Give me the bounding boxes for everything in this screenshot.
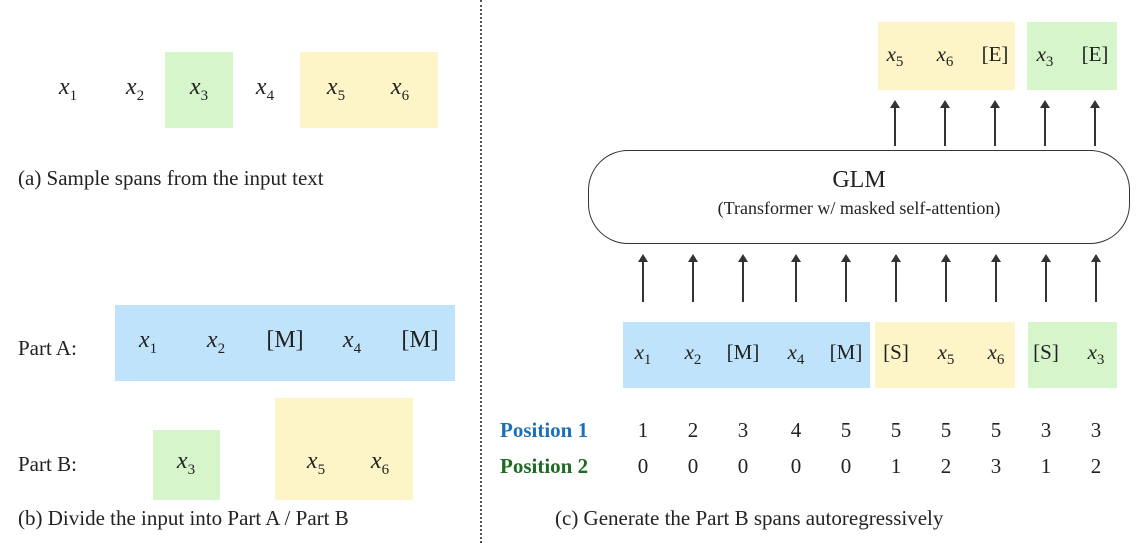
- input-token: [M]: [829, 340, 863, 364]
- part-a-token: x4: [342, 327, 362, 357]
- input-token: x5: [937, 340, 955, 369]
- part-b-token: x5: [306, 448, 326, 478]
- output-token: [E]: [981, 42, 1009, 66]
- input-token: [M]: [726, 340, 760, 364]
- arrow-up-icon: [991, 254, 1001, 302]
- output-token: [E]: [1081, 42, 1109, 66]
- arrow-up-icon: [791, 254, 801, 302]
- position1-value: 5: [840, 418, 852, 442]
- position1-value: 5: [990, 418, 1002, 442]
- input-token: x3: [1087, 340, 1105, 369]
- token-x1: x1: [58, 74, 78, 104]
- arrow-up-icon: [1040, 100, 1050, 146]
- part-a-label: Part A:: [18, 336, 77, 360]
- part-a-token: [M]: [401, 327, 439, 353]
- input-token: x6: [987, 340, 1005, 369]
- position2-value: 2: [1090, 454, 1102, 478]
- position1-value: 5: [940, 418, 952, 442]
- input-token: x1: [634, 340, 652, 369]
- position2-value: 0: [790, 454, 802, 478]
- input-token: x4: [787, 340, 805, 369]
- arrow-up-icon: [891, 254, 901, 302]
- model-title: GLM: [832, 167, 886, 193]
- caption-c: (c) Generate the Part B spans autoregres…: [555, 506, 944, 530]
- part-a-box: [115, 305, 455, 381]
- span-x3-highlight: [165, 52, 233, 128]
- token-x3: x3: [189, 74, 209, 104]
- position2-value: 0: [840, 454, 852, 478]
- caption-b: (b) Divide the input into Part A / Part …: [18, 506, 349, 530]
- output-token: x6: [936, 42, 954, 71]
- part-b-label: Part B:: [18, 452, 77, 476]
- token-x5: x5: [326, 74, 346, 104]
- position1-value: 4: [790, 418, 802, 442]
- panel-divider: [480, 0, 482, 543]
- position2-label: Position 2: [500, 454, 589, 478]
- input-span-yellow-box: [875, 322, 1015, 388]
- caption-a: (a) Sample spans from the input text: [18, 166, 324, 190]
- arrow-up-icon: [1091, 254, 1101, 302]
- part-a-token: x2: [206, 327, 226, 357]
- glm-model-box: GLM (Transformer w/ masked self-attentio…: [588, 150, 1130, 244]
- input-span-green-box: [1028, 322, 1117, 388]
- model-subtitle: (Transformer w/ masked self-attention): [717, 198, 1001, 218]
- part-b-token: x6: [370, 448, 390, 478]
- position1-value: 3: [1090, 418, 1102, 442]
- arrow-up-icon: [688, 254, 698, 302]
- part-a-token: x1: [138, 327, 158, 357]
- arrow-up-icon: [990, 100, 1000, 146]
- token-x4: x4: [255, 74, 275, 104]
- arrow-up-icon: [841, 254, 851, 302]
- token-x6: x6: [390, 74, 410, 104]
- input-token: x2: [684, 340, 702, 369]
- arrow-up-icon: [1090, 100, 1100, 146]
- position2-value: 1: [890, 454, 902, 478]
- position2-value: 0: [687, 454, 699, 478]
- part-a-token: [M]: [266, 327, 304, 353]
- arrow-up-icon: [940, 100, 950, 146]
- position1-label: Position 1: [500, 418, 589, 442]
- part-b-token: x3: [176, 448, 196, 478]
- position1-value: 3: [1040, 418, 1052, 442]
- position1-value: 1: [637, 418, 649, 442]
- input-part-a-box: [623, 322, 870, 388]
- position2-value: 0: [637, 454, 649, 478]
- position2-value: 0: [737, 454, 749, 478]
- arrow-up-icon: [890, 100, 900, 146]
- position2-value: 2: [940, 454, 952, 478]
- arrow-up-icon: [738, 254, 748, 302]
- position2-value: 3: [990, 454, 1002, 478]
- part-b-x5-x6-box: [275, 398, 413, 500]
- part-b-x3-box: [153, 430, 220, 500]
- position1-value: 2: [687, 418, 699, 442]
- output-token: x3: [1036, 42, 1054, 71]
- output-token: x5: [886, 42, 904, 71]
- position1-value: 5: [890, 418, 902, 442]
- position2-value: 1: [1040, 454, 1052, 478]
- input-token: [S]: [883, 340, 909, 364]
- arrow-up-icon: [638, 254, 648, 302]
- output-yellow-box: [878, 22, 1015, 90]
- span-x5-x6-highlight: [300, 52, 438, 128]
- output-green-box: [1027, 22, 1117, 90]
- arrow-up-icon: [1041, 254, 1051, 302]
- token-x2: x2: [125, 74, 145, 104]
- arrow-up-icon: [941, 254, 951, 302]
- position1-value: 3: [737, 418, 749, 442]
- input-token: [S]: [1033, 340, 1059, 364]
